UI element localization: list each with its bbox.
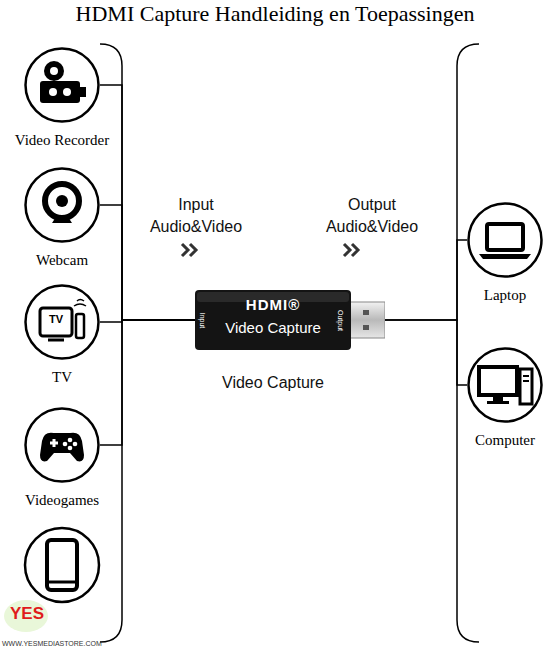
right-bracket	[457, 44, 479, 642]
phone-icon	[25, 528, 99, 602]
device-label: Videogames	[25, 492, 99, 509]
device-circle: Computer	[467, 347, 543, 423]
logo	[4, 600, 48, 632]
device-label: Webcam	[36, 252, 88, 269]
device-label: Laptop	[484, 287, 527, 304]
brand-logo: HDMI®	[246, 296, 300, 313]
signal-label: Output Audio&Video	[316, 194, 428, 237]
port-label: Input	[199, 312, 206, 328]
connector	[385, 240, 467, 320]
watermark-url: WWW.YESMEDIASTORE.COM	[2, 639, 122, 648]
connector	[100, 320, 195, 445]
capture-device: InputHDMI®Video CaptureOutputVideo Captu…	[195, 290, 385, 350]
title: HDMI Capture Handleiding en Toepassingen	[0, 1, 550, 27]
device-name: Video Capture	[225, 319, 321, 336]
port-label: Output	[337, 309, 344, 330]
laptop-icon	[479, 224, 531, 259]
signal-label: Input Audio&Video	[140, 194, 252, 237]
computer-icon	[479, 367, 532, 404]
device-label: TV	[52, 369, 72, 386]
recorder-icon	[40, 61, 86, 103]
device-circle: Webcam	[24, 167, 100, 243]
device-label: Computer	[475, 432, 535, 449]
tv-icon	[40, 300, 86, 341]
chevrons	[182, 244, 358, 256]
pad-icon	[40, 433, 84, 462]
circle-outline	[24, 407, 100, 483]
watermark-logo: YES	[6, 603, 48, 626]
circle-outline	[467, 347, 543, 423]
circle-outline	[467, 202, 543, 278]
circle-outline	[24, 167, 100, 243]
webcam-icon	[45, 184, 79, 223]
circle-outline	[24, 47, 100, 123]
connector	[385, 320, 467, 385]
device-circle: Laptop	[467, 202, 543, 278]
device-circle: Video Recorder	[24, 47, 100, 123]
device-caption: Video Capture	[222, 374, 324, 392]
device-circle: Videogames	[24, 407, 100, 483]
device-label: Video Recorder	[15, 132, 109, 149]
icon-text: TV	[44, 312, 68, 327]
